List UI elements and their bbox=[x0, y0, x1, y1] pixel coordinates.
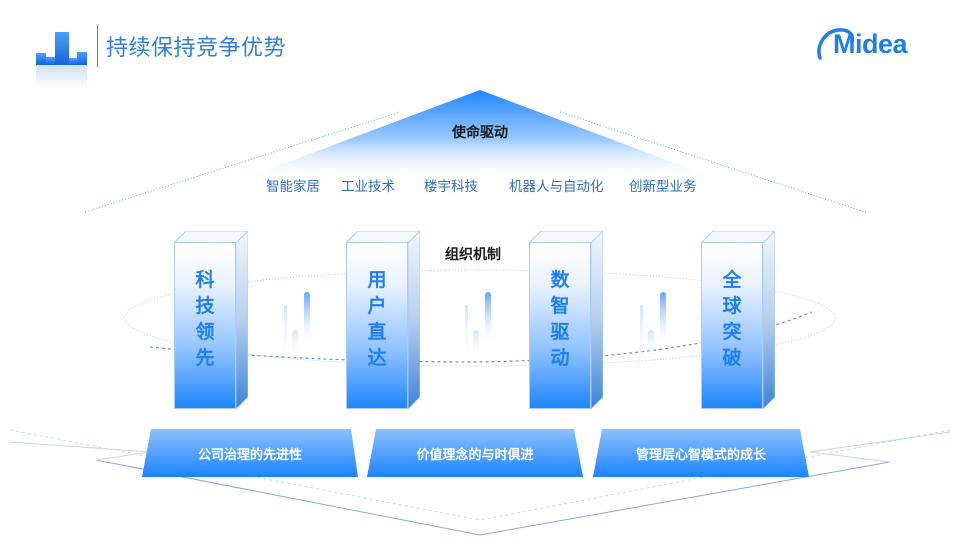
foundation-shape bbox=[593, 429, 809, 477]
page-title: 持续保持竞争优势 bbox=[106, 36, 287, 61]
pillar-front bbox=[701, 242, 763, 409]
pillar-char: 直 bbox=[367, 321, 387, 343]
base-outline-inner bbox=[95, 459, 891, 536]
city-skyline-icon bbox=[36, 32, 87, 89]
pillar-label: 全球突破 bbox=[701, 267, 763, 371]
pillar-front bbox=[174, 242, 236, 409]
pillar-user-direct: 用户直达 bbox=[346, 231, 420, 409]
roof-outline-right bbox=[559, 111, 869, 214]
midea-logo-swoosh-icon bbox=[817, 28, 855, 60]
pillar-char: 智 bbox=[550, 295, 570, 317]
pillar-front bbox=[346, 242, 408, 409]
pillar-char: 领 bbox=[195, 321, 215, 343]
pillar-char: 数 bbox=[550, 269, 570, 291]
business-item: 楼宇科技 bbox=[424, 179, 478, 195]
pillar-top bbox=[529, 231, 603, 243]
foundation-label: 价值理念的与时俱进 bbox=[416, 447, 534, 463]
business-item: 智能家居 bbox=[266, 179, 320, 195]
brand-logo-text: Midea bbox=[833, 29, 908, 59]
pillar-global-breakthrough: 全球突破 bbox=[701, 231, 775, 409]
business-item: 创新型业务 bbox=[629, 179, 697, 195]
pillar-char: 动 bbox=[550, 347, 570, 369]
pillar-char: 用 bbox=[367, 269, 387, 291]
foundation-shape bbox=[367, 429, 583, 477]
pillar-front bbox=[529, 242, 591, 409]
orbit-ellipse bbox=[124, 269, 836, 367]
pillar-top bbox=[701, 231, 775, 243]
pillar-char: 达 bbox=[367, 347, 387, 369]
bar-cluster-3 bbox=[640, 292, 666, 365]
pillar-tech-leadership: 科技领先 bbox=[174, 231, 248, 409]
foundation-label: 管理层心智模式的成长 bbox=[635, 447, 766, 463]
pillar-label: 科技领先 bbox=[174, 267, 236, 371]
foundation-block-values: 价值理念的与时俱进 bbox=[367, 429, 583, 477]
pillar-side bbox=[762, 231, 775, 409]
foundation-label: 公司治理的先进性 bbox=[197, 447, 302, 463]
header-divider bbox=[97, 25, 98, 67]
base-outline-left bbox=[9, 441, 151, 461]
business-item: 工业技术 bbox=[341, 179, 395, 195]
pillar-top bbox=[346, 231, 420, 243]
pillar-char: 突 bbox=[722, 321, 742, 343]
pillar-digital-driven: 数智驱动 bbox=[529, 231, 603, 409]
roof-outline-left bbox=[84, 111, 401, 213]
bar-cluster-2 bbox=[465, 292, 491, 365]
base-outline-right bbox=[809, 431, 951, 463]
mission-roof-fade bbox=[170, 180, 790, 205]
pillar-label: 数智驱动 bbox=[529, 267, 591, 371]
pillar-char: 技 bbox=[195, 295, 215, 317]
pillar-char: 驱 bbox=[550, 321, 570, 343]
pillar-top bbox=[174, 231, 248, 243]
mission-roof bbox=[240, 90, 720, 180]
mission-label: 使命驱动 bbox=[452, 125, 508, 141]
pillar-char: 全 bbox=[722, 269, 742, 291]
pillar-side bbox=[407, 231, 420, 409]
foundation-block-mindset: 管理层心智模式的成长 bbox=[593, 429, 809, 477]
pillar-side bbox=[590, 231, 603, 409]
pillar-char: 球 bbox=[722, 295, 742, 317]
pillar-side bbox=[235, 231, 248, 409]
foundation-shape bbox=[142, 429, 358, 477]
organization-label: 组织机制 bbox=[445, 247, 501, 263]
pillar-char: 破 bbox=[722, 347, 742, 369]
foundation-block-governance: 公司治理的先进性 bbox=[142, 429, 358, 477]
business-item: 机器人与自动化 bbox=[509, 179, 604, 195]
pillar-char: 先 bbox=[195, 347, 215, 369]
pillar-char: 科 bbox=[195, 269, 215, 291]
bar-cluster-1 bbox=[284, 292, 310, 365]
pillar-label: 用户直达 bbox=[346, 267, 408, 371]
pillar-char: 户 bbox=[367, 295, 387, 317]
